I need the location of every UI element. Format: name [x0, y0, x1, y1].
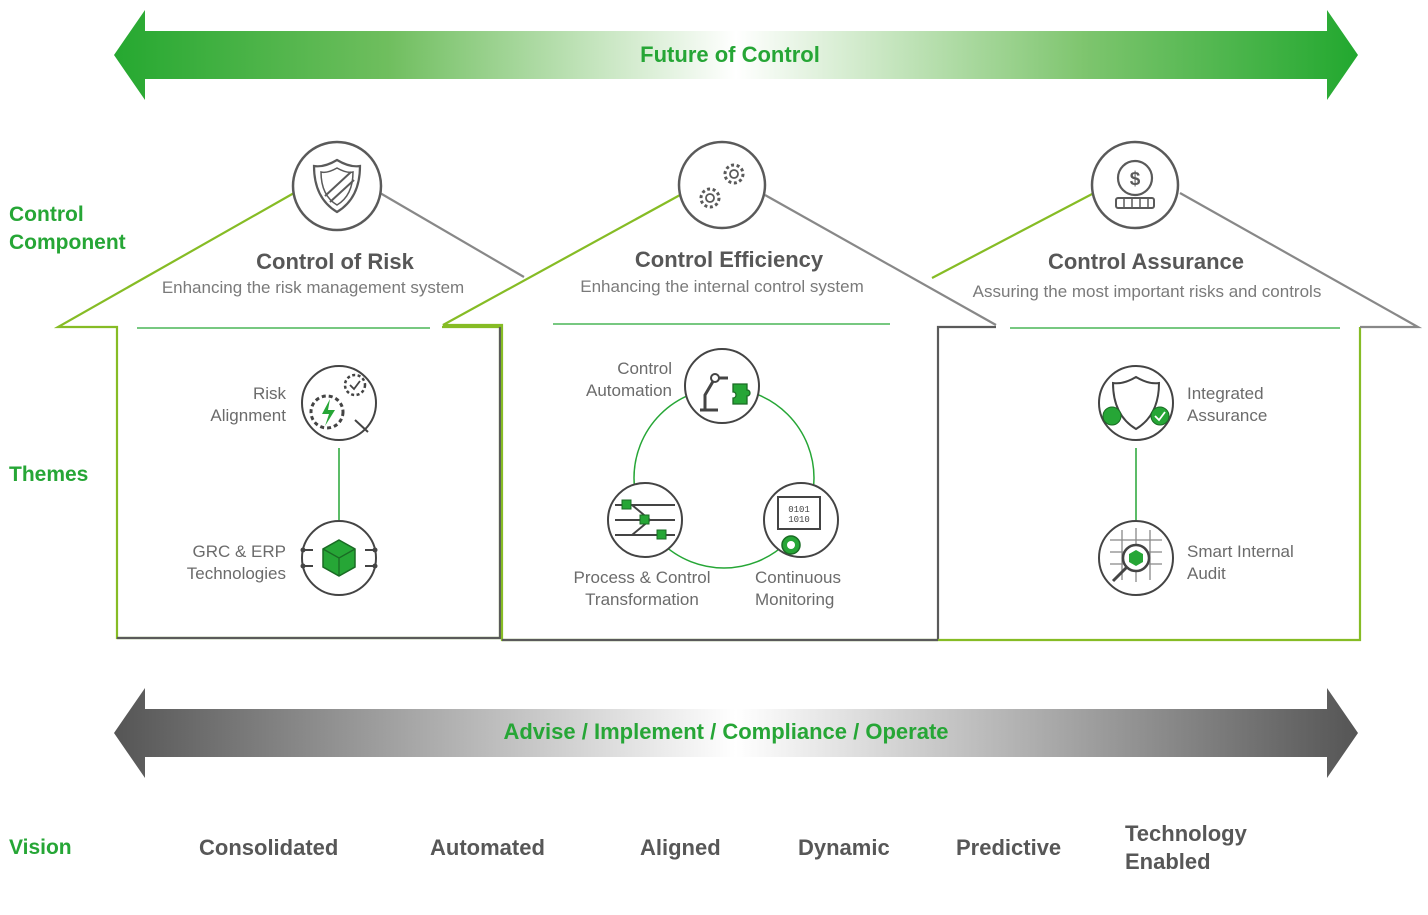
vision-item-technology-enabled: Technology Enabled [1125, 820, 1247, 876]
theme-continuous-monitoring: Continuous Monitoring [755, 567, 885, 611]
theme-line: Assurance [1187, 406, 1268, 425]
theme-line: Monitoring [755, 590, 835, 609]
theme-line: Alignment [210, 406, 286, 425]
future-arrow [114, 10, 1358, 100]
theme-line: GRC & ERP [192, 542, 286, 561]
theme-line: Control [617, 359, 672, 378]
control-component-line1: Control [9, 203, 84, 226]
vision-item: Automated [430, 835, 545, 860]
vision-item: Predictive [956, 835, 1062, 860]
theme-line: Technologies [186, 564, 286, 583]
themes-label: Themes [9, 463, 89, 486]
house-subtitle-assurance: Assuring the most important risks and co… [972, 282, 1322, 301]
house-title-efficiency: Control Efficiency [634, 247, 824, 272]
vision-line: Technology [1125, 821, 1247, 846]
service-arrow [114, 688, 1358, 778]
house-title-assurance: Control Assurance [1047, 249, 1244, 274]
theme-risk-alignment: Risk Alignment [150, 383, 286, 427]
theme-line: Integrated [1187, 384, 1264, 403]
gears-icon [677, 140, 767, 230]
theme-line: Risk [252, 384, 286, 403]
coin-hand-icon: $ [1090, 140, 1180, 230]
control-component-label: Control Component [9, 201, 126, 257]
control-component-line2: Component [9, 231, 126, 254]
vision-item: Dynamic [798, 835, 890, 860]
theme-control-automation: Control Automation [540, 358, 672, 402]
service-arrow-label: Advise / Implement / Compliance / Operat… [503, 719, 949, 744]
theme-grc-erp: GRC & ERP Technologies [150, 541, 286, 585]
binary-monitor-icon: 0101 1010 [763, 482, 839, 558]
theme-process-transformation: Process & Control Transformation [556, 567, 728, 611]
vision-line: Enabled [1125, 849, 1211, 874]
theme-integrated-assurance: Integrated Assurance [1187, 383, 1337, 427]
process-flow-icon [607, 482, 683, 558]
future-arrow-label: Future of Control [640, 42, 820, 67]
theme-line: Process & Control [573, 568, 711, 587]
house-subtitle-efficiency: Enhancing the internal control system [580, 277, 864, 296]
vision-label: Vision [9, 836, 72, 859]
house-subtitle-risk: Enhancing the risk management system [161, 278, 465, 297]
risk-alignment-icon [301, 365, 377, 441]
house-outline-assurance [931, 192, 1095, 279]
shield-icon [291, 140, 383, 232]
magnifier-grid-icon [1098, 520, 1174, 596]
grc-erp-icon [300, 520, 378, 596]
vision-item: Consolidated [199, 835, 339, 860]
theme-line: Continuous [755, 568, 842, 587]
svg-text:1010: 1010 [788, 515, 810, 525]
theme-line: Smart Internal [1187, 542, 1294, 561]
theme-line: Audit [1187, 564, 1226, 583]
theme-smart-audit: Smart Internal Audit [1187, 541, 1337, 585]
house-title-risk: Control of Risk [256, 249, 414, 274]
shield-lock-check-icon [1098, 365, 1174, 441]
theme-line: Transformation [585, 590, 699, 609]
theme-line: Automation [586, 381, 672, 400]
vision-item: Aligned [640, 835, 721, 860]
svg-text:$: $ [1130, 169, 1141, 190]
svg-text:0101: 0101 [788, 505, 810, 515]
robot-arm-puzzle-icon [684, 348, 760, 424]
